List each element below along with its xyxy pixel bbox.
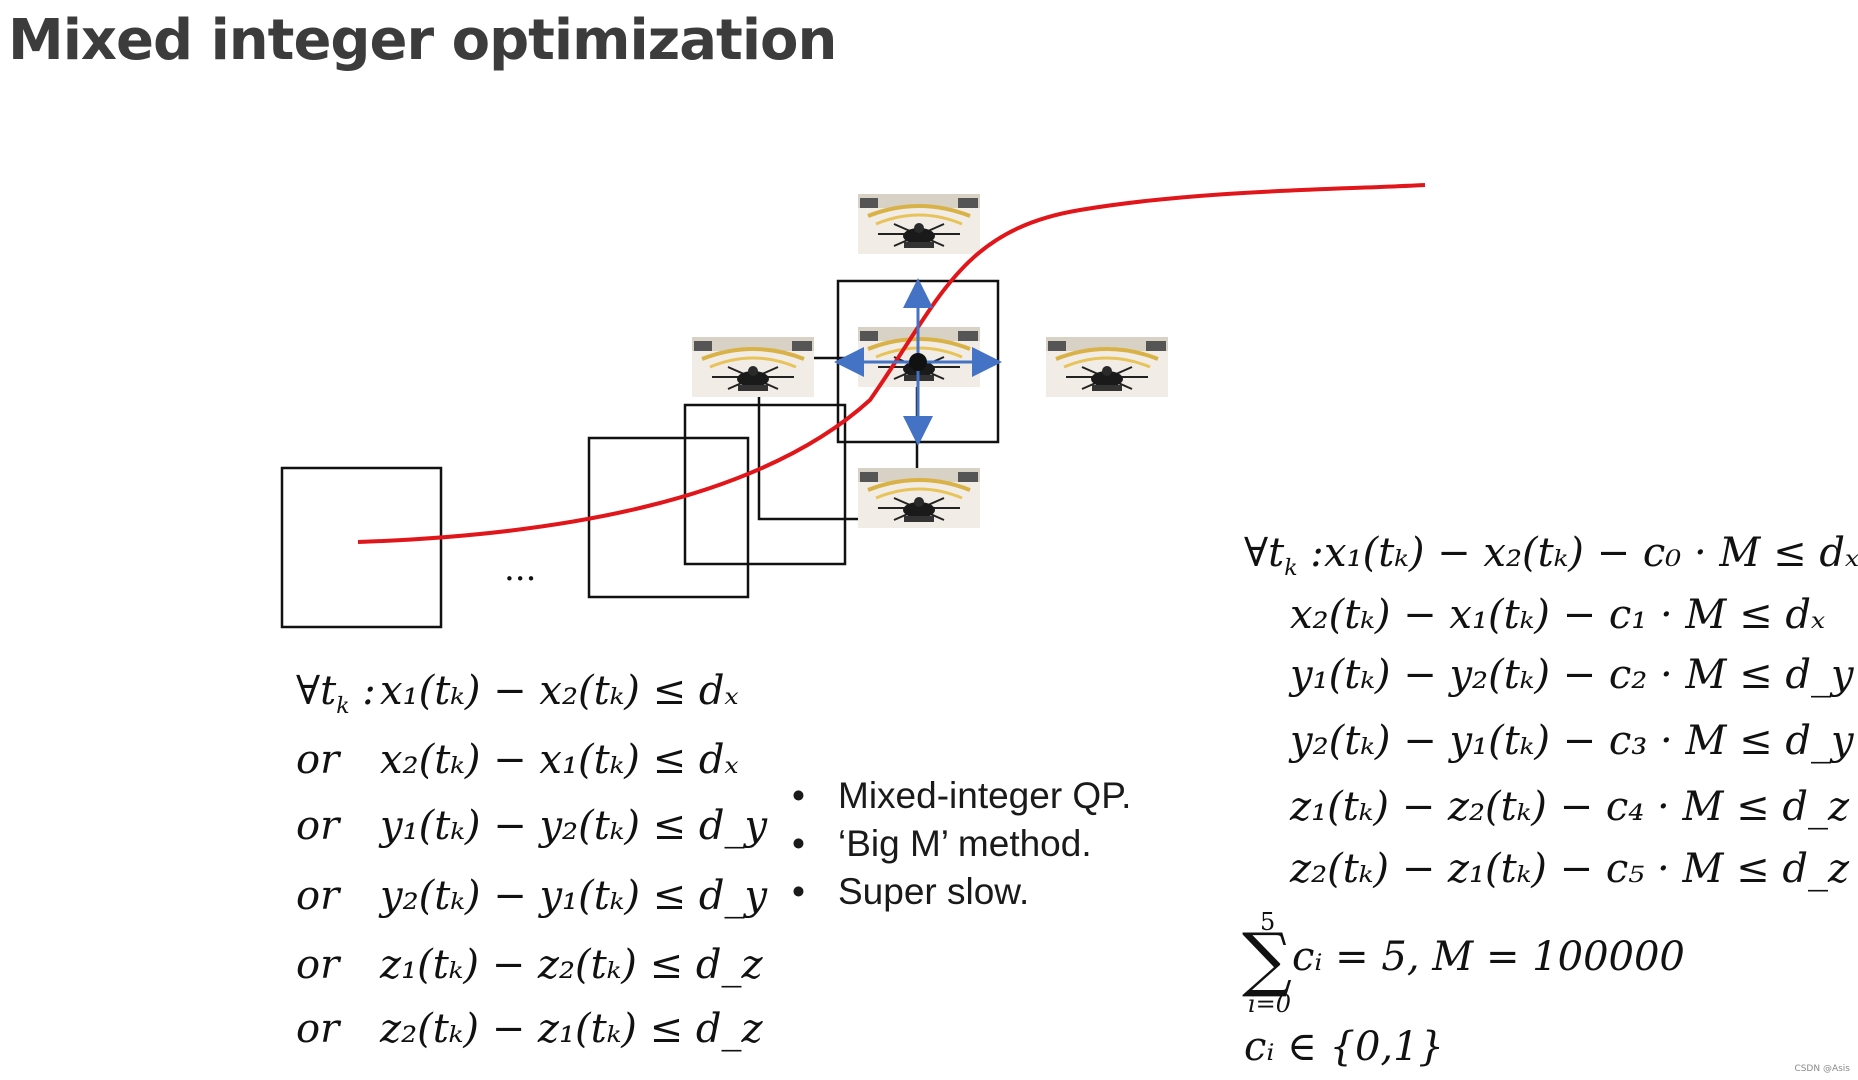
drone-bottom-icon — [856, 466, 982, 530]
right-eq-3: y₁(tₖ) − y₂(tₖ) − c₂ · M ≤ d_y — [1290, 652, 1854, 698]
left-or-3: or — [296, 803, 340, 849]
sum-symbol: ∑ — [1242, 918, 1292, 1000]
right-eq-1: x₁(tₖ) − x₂(tₖ) − c₀ · M ≤ dₓ — [1324, 530, 1858, 576]
left-eq-3: y₁(tₖ) − y₂(tₖ) ≤ d_y — [380, 803, 768, 849]
bullet-item: •Mixed-integer QP. — [788, 772, 1131, 820]
right-eq-4: y₂(tₖ) − y₁(tₖ) − c₃ · M ≤ d_y — [1290, 718, 1854, 764]
membership-constraint: cᵢ ∈ {0,1} — [1244, 1024, 1444, 1070]
left-eq-6: z₂(tₖ) − z₁(tₖ) ≤ d_z — [380, 1006, 763, 1052]
left-eq-2: x₂(tₖ) − x₁(tₖ) ≤ dₓ — [380, 737, 739, 783]
left-or-2: or — [296, 737, 340, 783]
left-eq-1: x₁(tₖ) − x₂(tₖ) ≤ dₓ — [380, 668, 739, 714]
bullet-marker: • — [792, 775, 805, 816]
left-or-6: or — [296, 1006, 340, 1052]
sum-body: cᵢ = 5, M = 100000 — [1292, 934, 1685, 980]
bullet-marker: • — [792, 871, 805, 912]
sum-lower-limit: i=0 — [1248, 990, 1292, 1018]
ellipsis: ... — [504, 549, 536, 589]
bullet-marker: • — [792, 823, 805, 864]
square-mid-1 — [587, 436, 750, 599]
right-eq-2: x₂(tₖ) − x₁(tₖ) − c₁ · M ≤ dₓ — [1290, 592, 1826, 638]
sum-upper-limit: 5 — [1260, 908, 1276, 936]
trajectory-curve — [357, 183, 1426, 544]
slide-title: Mixed integer optimization — [8, 8, 837, 73]
left-or-5: or — [296, 942, 340, 988]
drone-right-icon — [1044, 335, 1170, 399]
left-or-4: or — [296, 873, 340, 919]
left-eq-4: y₂(tₖ) − y₁(tₖ) ≤ d_y — [380, 873, 768, 919]
credit-watermark: CSDN @Asis — [1794, 1064, 1850, 1074]
bullet-item: •Super slow. — [788, 868, 1131, 916]
bullet-list: •Mixed-integer QP. •‘Big M’ method. •Sup… — [788, 772, 1131, 916]
square-mid-2 — [683, 403, 847, 566]
right-eq-6: z₂(tₖ) − z₁(tₖ) − c₅ · M ≤ d_z — [1290, 846, 1850, 892]
drone-left-icon — [690, 335, 816, 399]
current-position-dot — [909, 353, 927, 371]
square-start — [280, 466, 443, 629]
drone-top-icon — [856, 192, 982, 256]
left-forall: ∀tk : — [296, 668, 376, 719]
right-eq-5: z₁(tₖ) − z₂(tₖ) − c₄ · M ≤ d_z — [1290, 784, 1850, 830]
left-eq-5: z₁(tₖ) − z₂(tₖ) ≤ d_z — [380, 942, 763, 988]
bullet-item: •‘Big M’ method. — [788, 820, 1131, 868]
right-forall: ∀tk : — [1244, 530, 1324, 581]
